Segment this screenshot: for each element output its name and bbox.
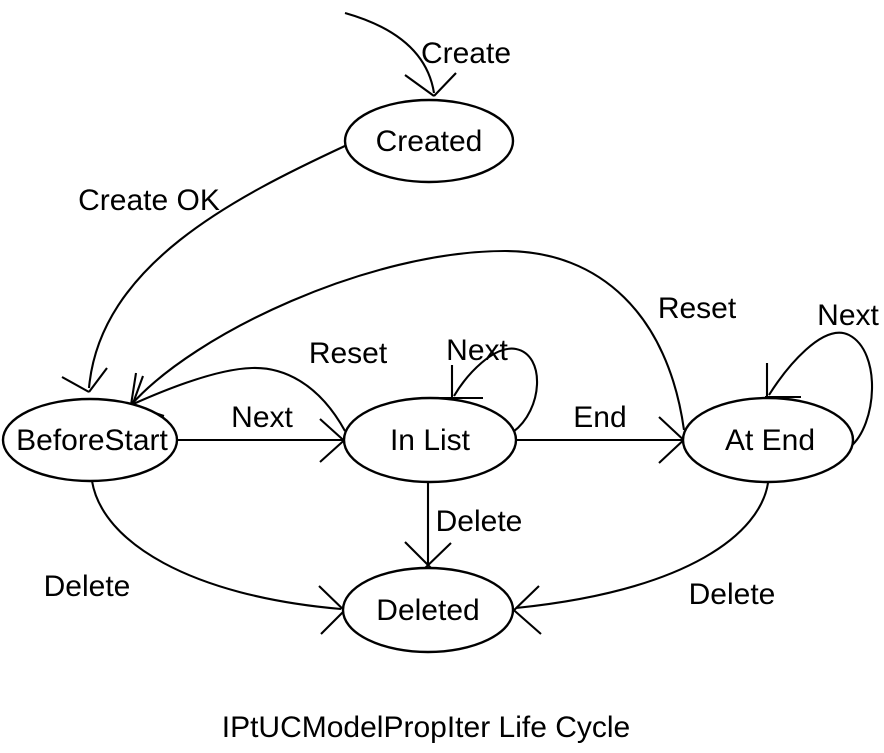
state-created-label: Created: [376, 125, 483, 158]
state-in-list-label: In List: [390, 424, 471, 457]
transition-label-next-beforestart: Next: [231, 401, 293, 434]
state-in-list: In List: [342, 396, 518, 484]
transition-label-delete-inlist: Delete: [436, 505, 523, 538]
state-created: Created: [343, 98, 515, 184]
transition-next-beforestart: Next: [177, 401, 351, 463]
arrowhead-delete-inlist: [404, 541, 452, 572]
state-before-start-shape: [1, 397, 179, 483]
transition-delete-inlist: Delete: [404, 483, 523, 572]
arrowhead-create: [404, 72, 457, 97]
edge-delete-atend: [515, 482, 770, 610]
transition-label-next-inlist-self: Next: [446, 334, 508, 367]
transition-label-end: End: [573, 401, 626, 434]
transition-reset-atend: Reset: [129, 249, 737, 431]
transition-create: Create: [344, 11, 511, 97]
edge-next-inlist-self: [453, 347, 539, 433]
transition-delete-beforestart: Delete: [44, 480, 351, 635]
diagram-title: IPtUCModelPropIter Life Cycle: [222, 711, 631, 744]
edge-reset-inlist: [130, 366, 346, 432]
transition-label-delete-atend: Delete: [689, 578, 776, 611]
arrowhead-create-ok: [61, 367, 108, 393]
transition-end: End: [517, 401, 690, 464]
transition-label-reset-inlist: Reset: [309, 337, 388, 370]
state-deleted-shape: [341, 566, 515, 654]
state-at-end-label: At End: [725, 424, 815, 457]
edge-next-atend-self: [768, 331, 874, 448]
transition-label-delete-beforestart: Delete: [44, 570, 131, 603]
transition-label-create-ok: Create OK: [78, 184, 220, 217]
edge-reset-atend: [130, 249, 686, 431]
state-deleted: Deleted: [341, 566, 515, 654]
state-before-start: BeforeStart: [1, 397, 179, 483]
state-deleted-label: Deleted: [376, 594, 479, 627]
edge-delete-beforestart: [90, 480, 342, 611]
arrowhead-next-inlist-self: [440, 365, 483, 400]
state-at-end: At End: [681, 396, 855, 484]
edge-create-ok: [87, 144, 348, 389]
edge-create: [344, 11, 436, 94]
state-at-end-shape: [681, 396, 855, 484]
transition-next-atend-self: Next: [765, 299, 880, 448]
transition-create-ok: Create OK: [61, 144, 348, 393]
transition-label-reset-atend: Reset: [658, 292, 737, 325]
state-in-list-shape: [342, 396, 518, 484]
transition-reset-inlist: Reset: [130, 337, 388, 432]
state-before-start-label: BeforeStart: [16, 424, 168, 457]
transition-label-next-atend-self: Next: [817, 299, 879, 332]
state-created-shape: [343, 98, 515, 184]
transition-label-create: Create: [421, 37, 511, 70]
transition-delete-atend: Delete: [507, 482, 776, 635]
